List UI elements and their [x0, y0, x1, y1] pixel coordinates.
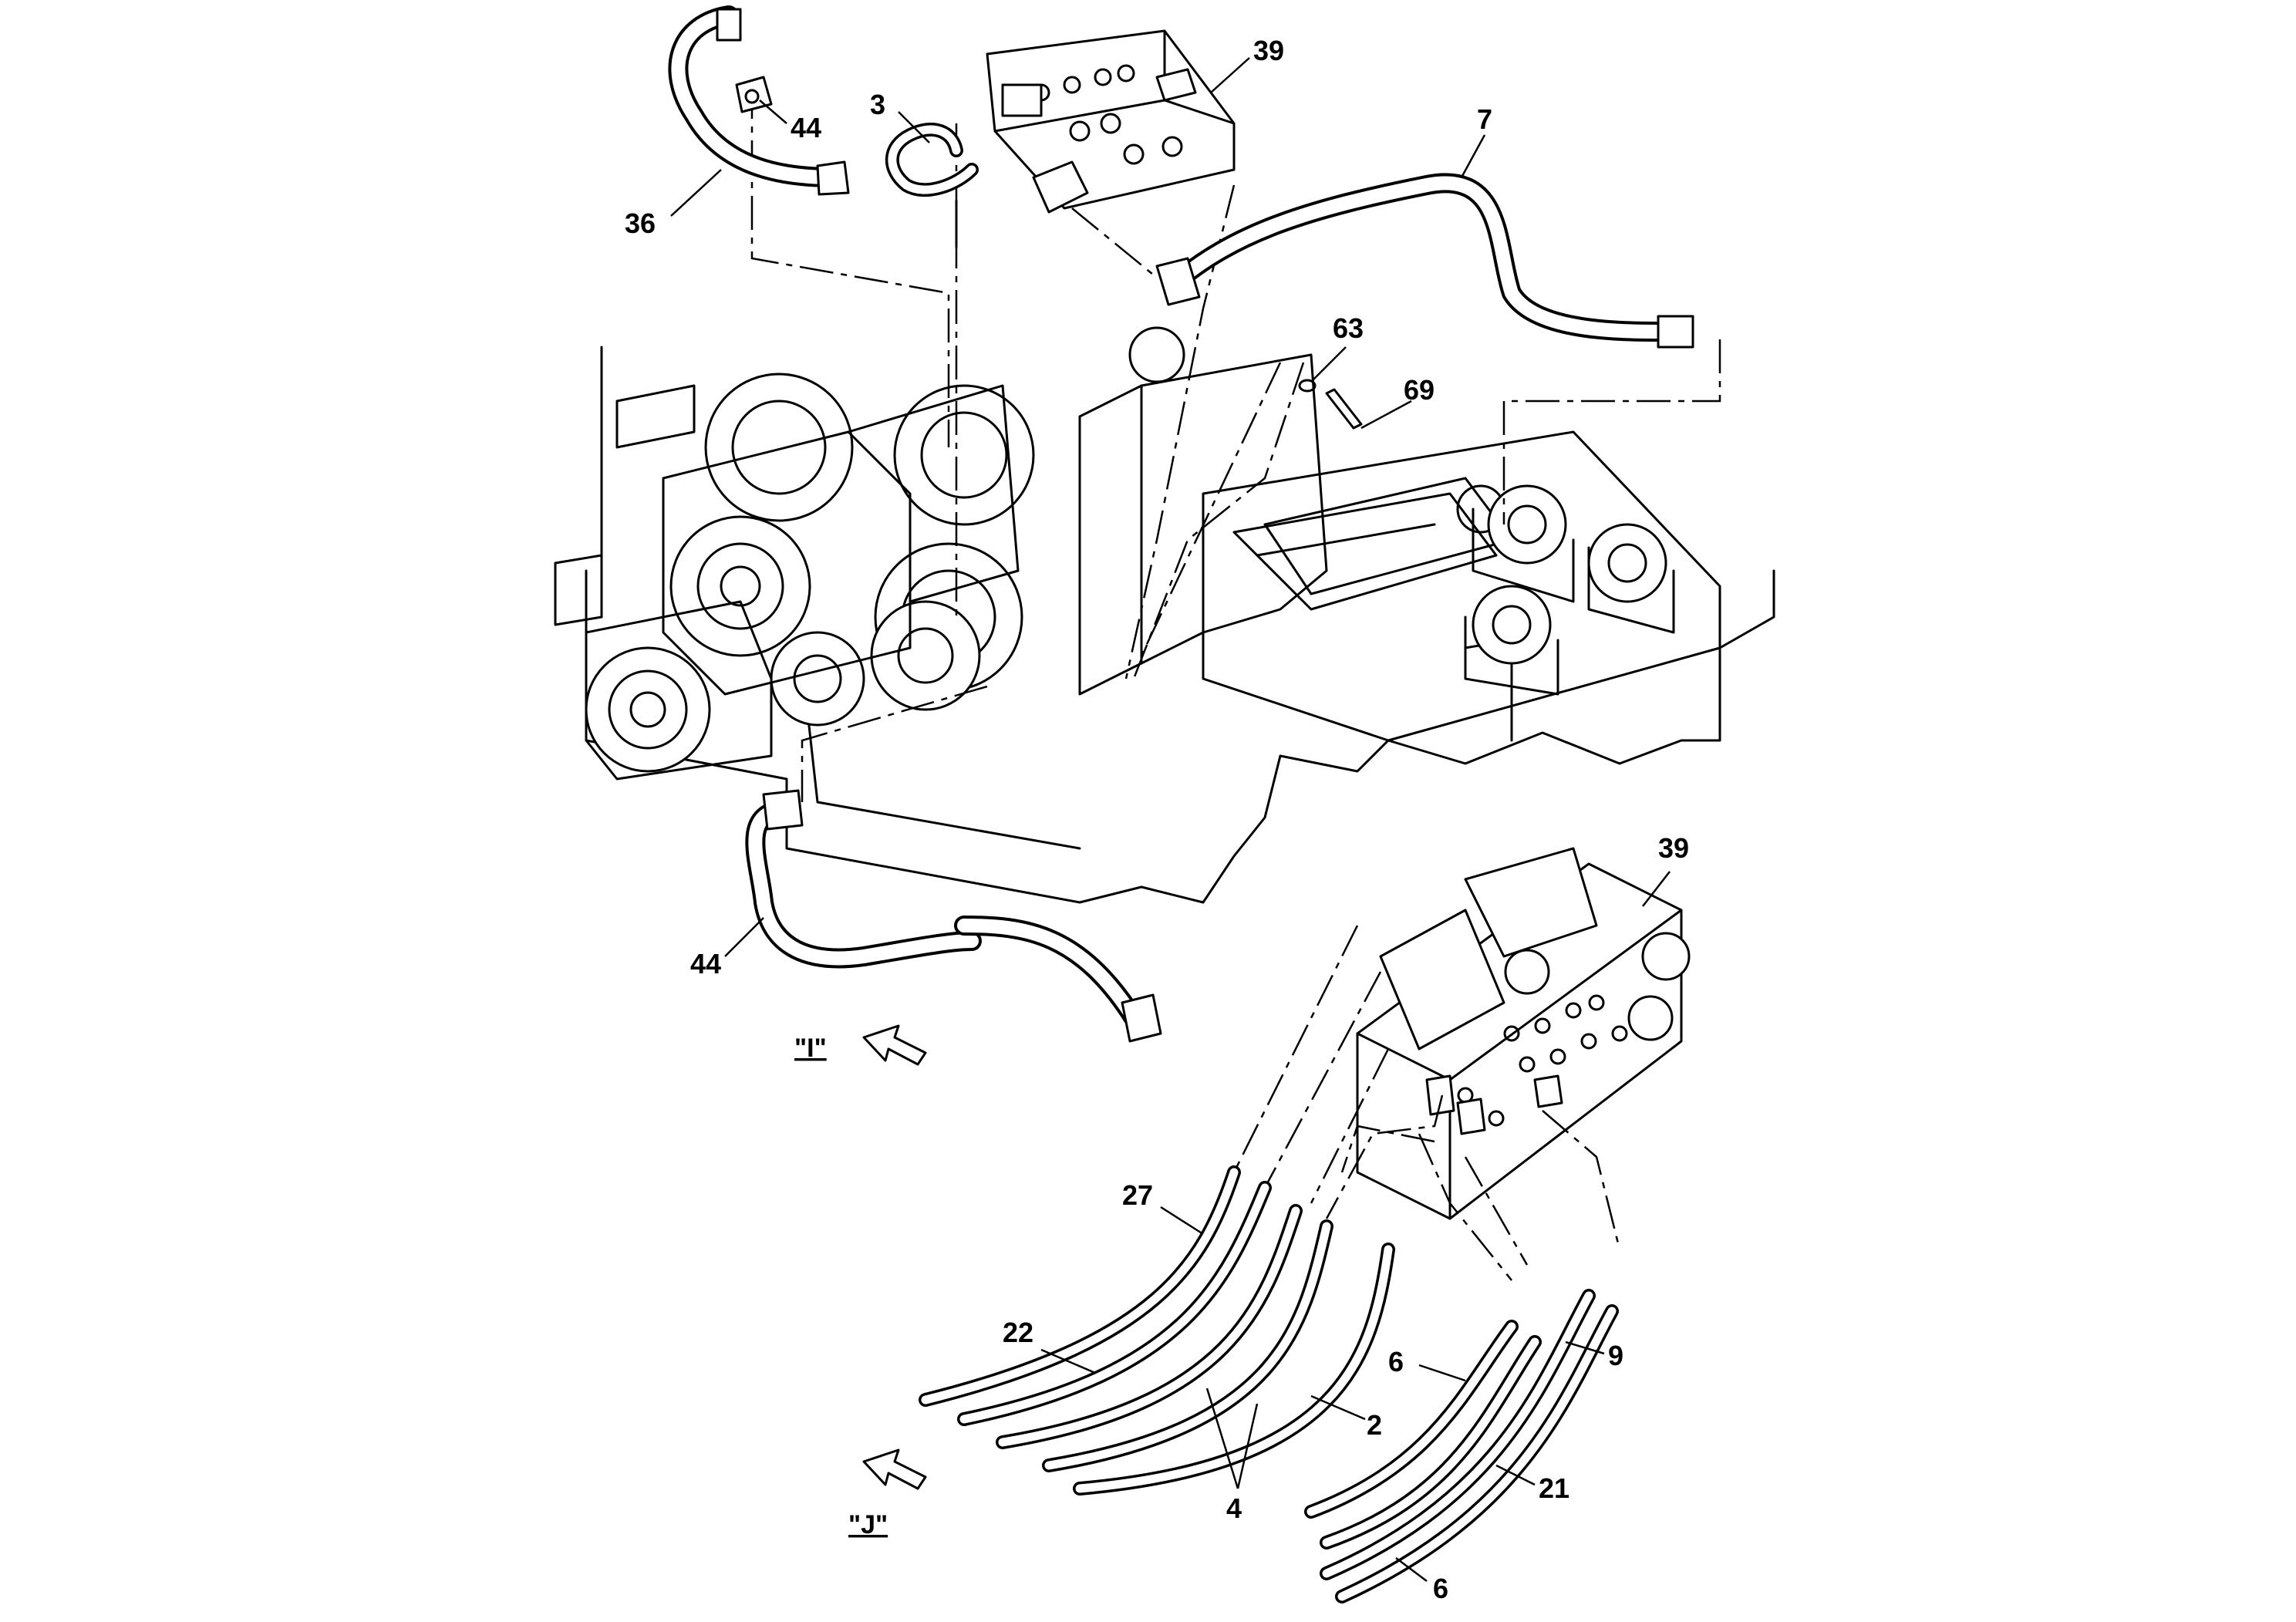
callout-39-bottom: 39 [1658, 832, 1689, 864]
callout-labels: 39 3 44 7 36 63 69 44 39 27 22 2 4 6 9 2… [625, 35, 1689, 1604]
callout-6-lower: 6 [1433, 1573, 1448, 1604]
pump-frame-assembly [554, 326, 1775, 904]
view-arrow-i [862, 1024, 927, 1066]
view-label-j: "J" [848, 1510, 888, 1539]
callout-2: 2 [1367, 1409, 1382, 1441]
callout-36: 36 [625, 207, 656, 239]
callout-7: 7 [1477, 103, 1492, 135]
callout-39-top: 39 [1253, 35, 1284, 66]
view-label-i: "I" [794, 1034, 827, 1063]
callout-27: 27 [1122, 1179, 1153, 1211]
callout-22: 22 [1003, 1317, 1033, 1348]
hose-bundle-left [919, 1165, 1395, 1496]
callout-21: 21 [1539, 1472, 1569, 1504]
callout-63: 63 [1333, 312, 1364, 344]
hose-7 [1071, 173, 1694, 349]
callout-leaders [670, 57, 1671, 1582]
connection-lines-lower [1232, 925, 1621, 1281]
valve-block-39-bottom [1356, 847, 1691, 1220]
callout-9: 9 [1608, 1340, 1623, 1371]
callout-44-middle: 44 [690, 948, 721, 980]
hose-3 [885, 122, 979, 248]
callout-4: 4 [1226, 1492, 1242, 1524]
callout-6-upper: 6 [1388, 1346, 1404, 1378]
view-arrow-j [862, 1448, 927, 1490]
valve-block-39-top [986, 29, 1236, 214]
view-labels: "I" "J" [794, 1034, 888, 1539]
callout-3: 3 [870, 89, 885, 120]
hose-36 [668, 5, 850, 196]
hose-44-middle [745, 789, 1162, 1043]
hose-bundle-right [1304, 1289, 1619, 1603]
callout-69: 69 [1404, 374, 1435, 406]
callout-44-top: 44 [791, 112, 821, 143]
